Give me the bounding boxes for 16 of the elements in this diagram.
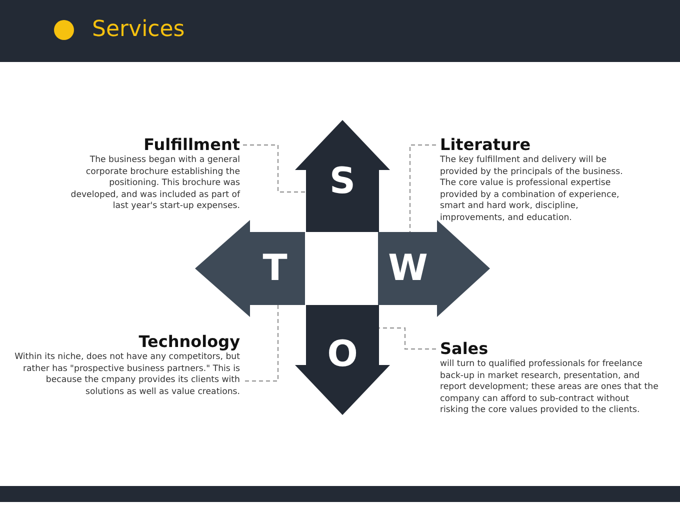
letter: O [326,335,359,375]
leader-line [245,305,279,382]
paragraph: Within its niche, does not have any competitors, but rather has "prospective business partners." This is because the cmpany provides its clients with solutions as well as value creations. [14,352,240,398]
paragraph: The key fulfillment and delivery will be provided by the principals of the business. The core value is professional expertise provided by a combination of experience, smart and hard work, discipline, improvements, and education. [440,155,624,225]
letter: S [328,162,356,202]
title: Services [92,16,185,44]
letter: W [388,248,428,288]
letter: T [262,248,288,288]
heading: Fulfillment [142,135,240,155]
heading: Sales [440,339,490,359]
heading: Literature [440,135,532,155]
leader-line [409,144,436,232]
leader-line [243,144,305,193]
paragraph: will turn to qualified professionals for freelance back-up in market research, presentation, and report development; these areas are ones that the company can afford to sub-contract without risking the core values provided to the clients. [440,359,660,417]
heading: Technology [138,332,240,352]
paragraph: The business began with a general corporate brochure establishing the positioning. This brochure was developed, and was included as part of last year's start-up expenses. [70,155,240,213]
